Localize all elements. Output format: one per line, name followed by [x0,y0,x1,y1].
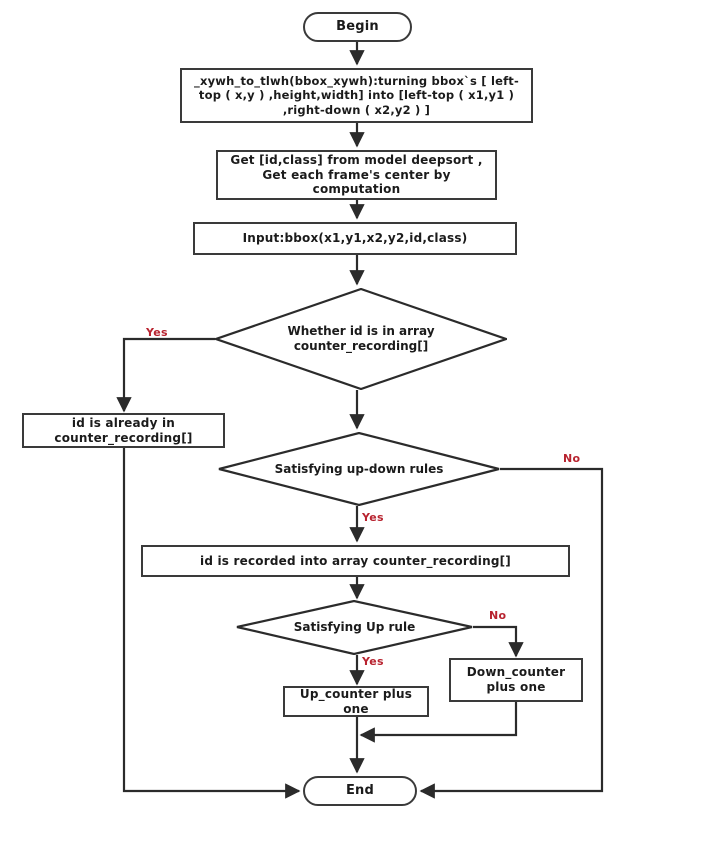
diamond-shape [236,600,473,655]
edge-label-yes-updown-rules: Yes [362,511,384,524]
diamond-shape [218,432,500,506]
connector-up-rule-no-to-down-counter [473,625,524,658]
node-whether-id-in-array-label: Whether id is in array counter_recording… [287,324,435,353]
node-xywh-to-tlwh[interactable]: _xywh_to_tlwh(bbox_xywh):turning bbox`s … [180,68,533,123]
connector-whether-in-yes-to-already-in [116,337,215,413]
node-satisfying-up-rule-label: Satisfying Up rule [293,620,416,635]
node-whether-id-in-array[interactable]: Whether id is in array counter_recording… [215,288,507,390]
node-satisfying-up-down-rules-label: Satisfying up-down rules [274,461,444,476]
node-id-already-in-label: id is already in counter_recording[] [54,415,193,445]
node-up-counter-plus-one[interactable]: Up_counter plus one [283,686,429,717]
node-down-counter-plus-one-label: Down_counter plus one [466,665,566,694]
node-up-counter-plus-one-label: Up_counter plus one [299,686,413,716]
diamond-shape [215,288,507,390]
edge-label-no-up-rule: No [489,609,507,622]
node-satisfying-up-rule[interactable]: Satisfying Up rule [236,600,473,655]
node-satisfying-up-down-rules[interactable]: Satisfying up-down rules [218,432,500,506]
node-input-bbox-label: Input:bbox(x1,y1,x2,y2,id,class) [242,231,468,246]
node-begin[interactable]: Begin [303,12,412,42]
node-end-label: End [345,783,375,799]
node-down-counter-plus-one[interactable]: Down_counter plus one [449,658,583,702]
edge-label-yes-up-rule: Yes [362,655,384,668]
node-get-id-class-label: Get [id,class] from model deepsort , Get… [230,153,483,197]
node-input-bbox[interactable]: Input:bbox(x1,y1,x2,y2,id,class) [193,222,517,255]
node-id-recorded-label: id is recorded into array counter_record… [200,553,511,568]
edge-label-no-updown-rules: No [563,452,581,465]
node-xywh-to-tlwh-label: _xywh_to_tlwh(bbox_xywh):turning bbox`s … [194,74,519,117]
node-get-id-class[interactable]: Get [id,class] from model deepsort , Get… [216,150,497,200]
node-id-recorded[interactable]: id is recorded into array counter_record… [141,545,570,577]
node-id-already-in[interactable]: id is already in counter_recording[] [22,413,225,448]
node-end[interactable]: End [303,776,417,806]
edge-label-yes-whether-in: Yes [146,326,168,339]
node-begin-label: Begin [336,19,379,35]
